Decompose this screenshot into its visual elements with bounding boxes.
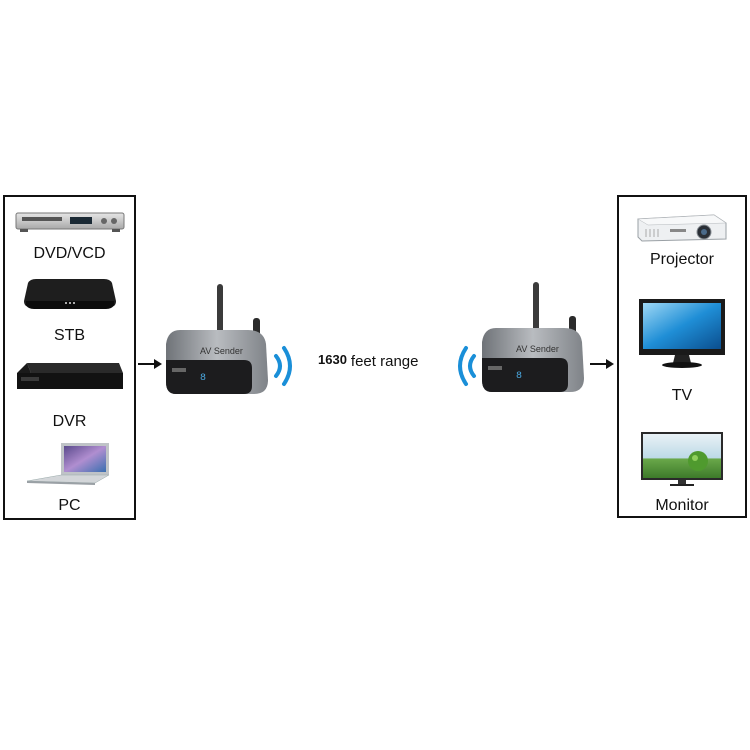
monitor-icon xyxy=(619,431,745,487)
tv-icon xyxy=(619,297,745,369)
av-transmitter-icon: AV Sender 8 xyxy=(166,284,268,394)
output-arrow-icon xyxy=(590,359,614,369)
input-arrow-icon xyxy=(138,359,162,369)
set-top-box-icon xyxy=(5,277,134,313)
source-devices-panel: DVD/VCD STB DVR PC xyxy=(3,195,136,520)
transmit-signal-icon xyxy=(274,346,292,386)
transmitter-digit: 8 xyxy=(200,373,206,384)
av-receiver-icon: AV Sender 8 xyxy=(482,282,584,392)
source-label-dvr: DVR xyxy=(52,413,87,430)
dvd-player-icon xyxy=(5,209,134,235)
source-label-pc: PC xyxy=(58,497,81,514)
display-devices-panel: Projector TV Monitor xyxy=(617,195,747,518)
range-value: 1630 xyxy=(318,352,347,367)
transmitter-panel-text: AV Sender xyxy=(200,346,243,356)
display-label-monitor: Monitor xyxy=(655,497,709,514)
receiver-digit: 8 xyxy=(516,371,522,382)
receive-signal-icon xyxy=(458,346,476,386)
dvr-icon xyxy=(5,359,134,395)
receiver-panel-text: AV Sender xyxy=(516,344,559,354)
display-label-tv: TV xyxy=(671,387,693,404)
source-label-stb: STB xyxy=(53,327,86,344)
range-text: feet range xyxy=(350,353,419,370)
display-label-projector: Projector xyxy=(649,251,715,268)
source-label-dvd: DVD/VCD xyxy=(33,245,106,262)
projector-icon xyxy=(619,209,745,245)
laptop-icon xyxy=(5,441,134,487)
